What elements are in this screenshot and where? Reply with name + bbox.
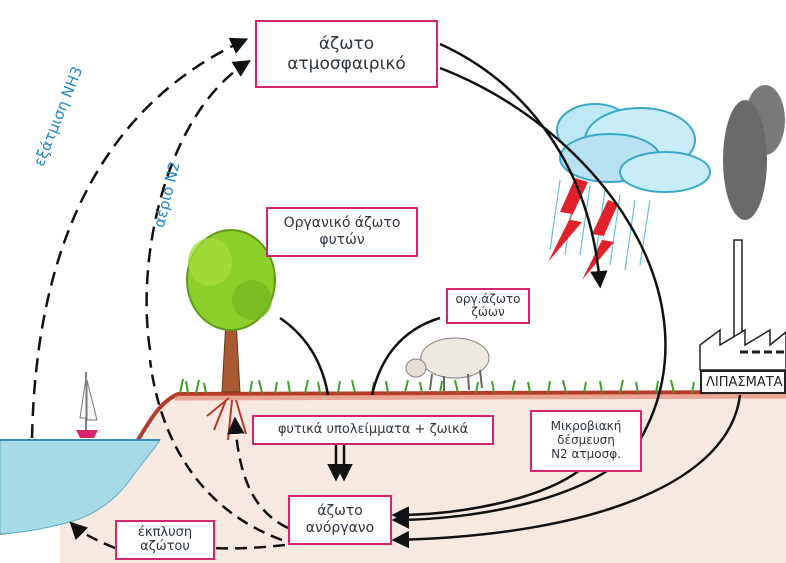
inorganic-nitrogen-box: άζωτο ανόργανο xyxy=(288,495,392,545)
fertilizers-text: ΛΙΠΑΣΜΑΤΑ xyxy=(706,375,783,390)
atmospheric-nitrogen-box: άζωτο ατμοσφαιρικό xyxy=(255,20,438,88)
residues-text: φυτικά υπολείμματα + ζωικά xyxy=(278,422,468,438)
microbial-fixation-line2: δέσμευση xyxy=(557,434,615,448)
residues-box: φυτικά υπολείμματα + ζωικά xyxy=(252,415,494,445)
storm-cloud xyxy=(548,104,710,280)
fertilizers-label: ΛΙΠΑΣΜΑΤΑ xyxy=(700,370,786,394)
factory xyxy=(700,85,786,370)
microbial-fixation-line3: N2 ατμοσφ. xyxy=(551,448,621,462)
leaching-box: έκπλυση αζώτου xyxy=(115,520,215,560)
atmospheric-nitrogen-line1: άζωτο xyxy=(319,34,374,54)
leaching-line2: αζώτου xyxy=(140,540,190,554)
microbial-fixation-box: Μικροβιακή δέσμευση N2 ατμοσφ. xyxy=(530,410,642,472)
plant-organic-nitrogen-line2: φυτών xyxy=(319,232,364,249)
animal-organic-nitrogen-box: οργ.άζωτο ζώων xyxy=(446,288,530,324)
animal-organic-nitrogen-line2: ζώων xyxy=(471,306,504,319)
inorganic-nitrogen-line2: ανόργανο xyxy=(306,520,374,537)
atmospheric-nitrogen-line2: ατμοσφαιρικό xyxy=(287,54,406,74)
leaching-line1: έκπλυση xyxy=(138,526,192,540)
sheep xyxy=(406,338,489,391)
microbial-fixation-line1: Μικροβιακή xyxy=(551,420,622,434)
inorganic-nitrogen-line1: άζωτο xyxy=(317,503,363,520)
soil-lower-edge xyxy=(175,396,786,398)
sailboat xyxy=(76,372,98,438)
plant-organic-nitrogen-box: Οργανικό άζωτο φυτών xyxy=(266,207,418,257)
plant-organic-nitrogen-line1: Οργανικό άζωτο xyxy=(284,215,401,232)
